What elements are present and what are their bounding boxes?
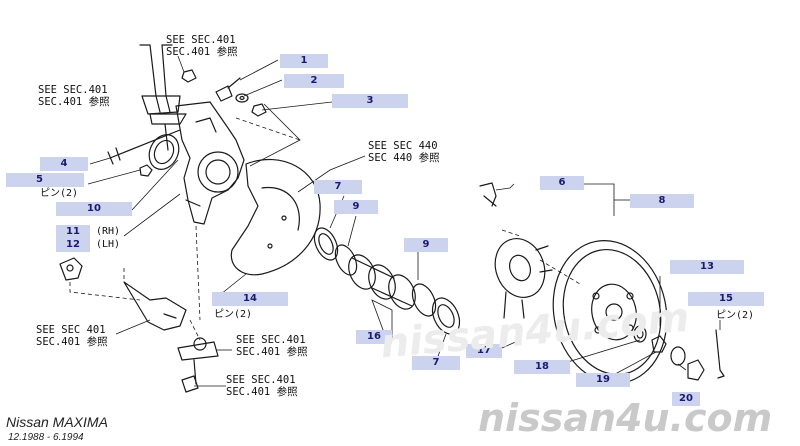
part-label-16[interactable]: 16 — [356, 330, 392, 344]
part-label-19[interactable]: 19 — [576, 373, 630, 387]
part-number: 5 — [36, 174, 43, 185]
part-label-6[interactable]: 6 — [540, 176, 584, 190]
reference-line: SEC.401 参照 — [226, 386, 298, 398]
part-number: 20 — [679, 393, 693, 404]
part-number: 16 — [367, 331, 381, 342]
part-number: 19 — [596, 374, 610, 385]
part-number: 18 — [535, 361, 549, 372]
part-label-10[interactable]: 10 — [56, 202, 132, 216]
strut-drawing — [139, 44, 187, 151]
nut-5-drawing — [139, 164, 153, 177]
reference-line: SEC.401 参照 — [166, 46, 238, 58]
part-number: 7 — [334, 181, 342, 192]
gasket-ring-drawing — [148, 134, 180, 170]
phantom-lines — [69, 117, 581, 341]
reference-line: SEE SEC.401 — [38, 84, 108, 96]
seal-7-drawing — [313, 227, 339, 261]
reference-sec401-bottom: SEE SEC.401 SEC.401 参照 — [226, 374, 298, 398]
part-number: 7 — [432, 357, 440, 368]
part-number: 11 — [66, 226, 80, 237]
part-label-18[interactable]: 18 — [514, 360, 570, 374]
reference-line: SEC 440 参照 — [368, 152, 440, 164]
part-number: 12 — [66, 239, 80, 250]
part-number: 15 — [719, 293, 733, 304]
part-label-7-top[interactable]: 7 — [314, 180, 362, 194]
hub-17-drawing — [494, 238, 553, 319]
reference-sec401-mid: SEE SEC.401 SEC.401 参照 — [236, 334, 308, 358]
watermark-large: nissan4u.com — [478, 396, 773, 440]
part-number: 3 — [366, 95, 374, 106]
part-number: 2 — [310, 75, 318, 86]
part-label-9-top[interactable]: 9 — [334, 200, 378, 214]
part-label-20[interactable]: 20 — [672, 392, 700, 406]
bolt-1-drawing — [215, 77, 241, 102]
part-label-7-bottom[interactable]: 7 — [412, 356, 460, 370]
rh-note-11: (RH) — [96, 226, 121, 237]
part-label-4[interactable]: 4 — [40, 157, 88, 171]
part-number: 1 — [300, 55, 308, 66]
reference-sec440: SEE SEC 440 SEC 440 参照 — [368, 140, 440, 164]
ball-joint-drawing — [177, 337, 219, 393]
part-label-13[interactable]: 13 — [670, 260, 744, 274]
snap-ring-9b-drawing — [411, 283, 437, 317]
bearing-16-drawing — [348, 254, 416, 310]
pin-note-15: ピン(2) — [716, 310, 755, 321]
reference-sec401-top: SEE SEC.401 SEC.401 参照 — [166, 34, 238, 58]
part-label-9-bottom[interactable]: 9 — [404, 238, 448, 252]
pin-note-14: ピン(2) — [214, 309, 253, 320]
reference-line: SEC.401 参照 — [38, 96, 110, 108]
part-number: 4 — [60, 158, 68, 169]
lh-note-12: (LH) — [96, 239, 121, 250]
top-nut-drawing — [181, 69, 197, 83]
sensor-bracket-drawing — [59, 257, 187, 331]
part-label-17[interactable]: 17 — [466, 344, 502, 358]
reference-line: SEC.401 参照 — [36, 336, 108, 348]
washer-2-drawing — [235, 93, 249, 103]
part-number: 6 — [558, 177, 566, 188]
reference-sec401-lowerleft: SEE SEC 401 SEC.401 参照 — [36, 324, 108, 348]
model-name: Nissan MAXIMA — [6, 414, 108, 430]
part-number: 13 — [700, 261, 714, 272]
cotter-pin-15-drawing — [715, 329, 725, 379]
part-number: 9 — [352, 201, 360, 212]
part-label-1[interactable]: 1 — [280, 54, 328, 68]
splash-shield-drawing — [230, 159, 321, 276]
reference-line: SEE SEC.401 — [236, 334, 306, 346]
part-label-8[interactable]: 8 — [630, 194, 694, 208]
knuckle-drawing — [175, 101, 245, 225]
nut-19-drawing — [651, 335, 667, 353]
bolt-4-drawing — [107, 129, 181, 165]
part-number: 8 — [658, 195, 666, 206]
part-label-3[interactable]: 3 — [332, 94, 408, 108]
part-number: 10 — [87, 203, 101, 214]
part-label-12[interactable]: 12 — [56, 238, 90, 252]
reference-line: SEE SEC 401 — [36, 324, 106, 336]
washer-18-drawing — [633, 325, 647, 343]
nut-3-drawing — [251, 103, 267, 117]
reference-line: SEE SEC.401 — [166, 34, 236, 46]
part-label-5[interactable]: 5 — [6, 173, 84, 187]
reference-line: SEE SEC 440 — [368, 140, 438, 152]
part-label-11[interactable]: 11 — [56, 225, 90, 239]
part-label-2[interactable]: 2 — [284, 74, 344, 88]
part-number: 17 — [477, 345, 491, 356]
part-label-14[interactable]: 14 — [212, 292, 288, 306]
production-dates: 12.1988 - 6.1994 — [8, 432, 84, 443]
reference-sec401-left: SEE SEC.401 SEC.401 参照 — [38, 84, 110, 108]
part-label-15[interactable]: 15 — [688, 292, 764, 306]
cap-20-drawing — [670, 346, 705, 381]
seal-7b-drawing — [431, 297, 461, 335]
stud-6-drawing — [479, 182, 497, 207]
reference-line: SEC.401 参照 — [236, 346, 308, 358]
part-number: 9 — [422, 239, 430, 250]
pin-note-5: ピン(2) — [40, 188, 79, 199]
reference-line: SEE SEC.401 — [226, 374, 296, 386]
part-number: 14 — [243, 293, 257, 304]
